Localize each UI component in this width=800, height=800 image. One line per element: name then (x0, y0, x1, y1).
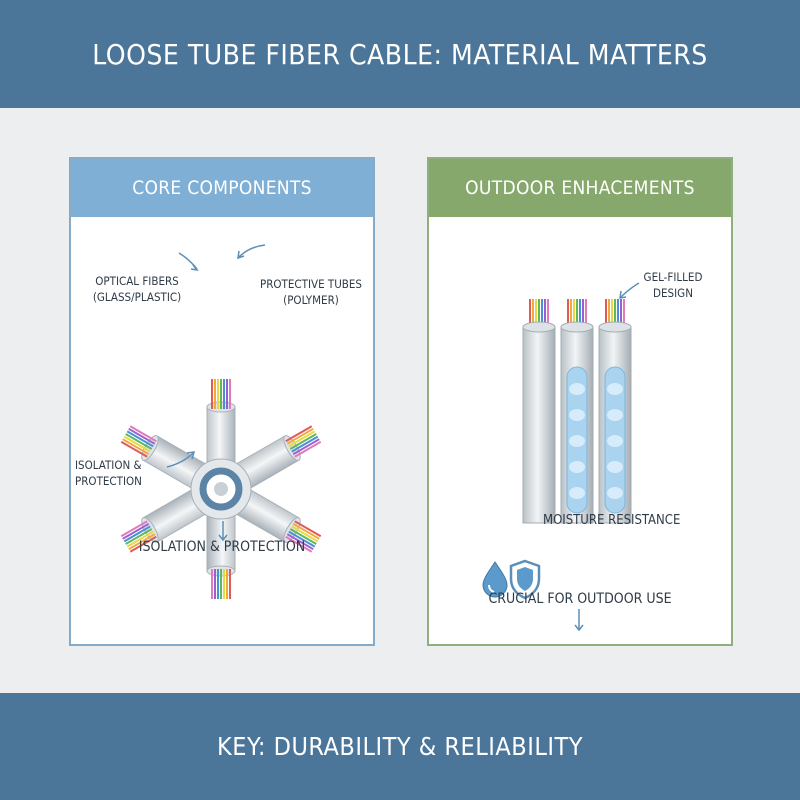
shield-icon (509, 559, 541, 600)
label-isolation-line2: PROTECTION (75, 474, 142, 488)
gel-filled-tubes-diagram (482, 282, 640, 632)
core-components-panel: CORE COMPONENTS OPTICAL FIBERS (GLASS/PL… (69, 157, 375, 646)
label-protective-tubes-line2: (POLYMER) (283, 293, 339, 307)
gel-filled-tube-1 (560, 299, 594, 524)
caption-outdoor-use: CRUCIAL FOR OUTDOOR USE (488, 591, 672, 607)
label-protective-tubes: PROTECTIVE TUBES (POLYMER) (247, 276, 375, 308)
gel-filled-tube-2 (598, 299, 632, 524)
moisture-resistance-label: MOISTURE RESISTANCE (543, 513, 681, 528)
label-gel-filled-line2: DESIGN (653, 286, 693, 300)
page-title-banner: LOOSE TUBE FIBER CABLE: MATERIAL MATTERS (0, 0, 800, 108)
label-protective-tubes-line1: PROTECTIVE TUBES (259, 277, 362, 291)
leader-gel (620, 282, 640, 298)
plain-tube (522, 299, 556, 524)
leader-isolation (166, 452, 194, 468)
label-optical-fibers-line1: OPTICAL FIBERS (95, 274, 179, 288)
outdoor-enhancements-header: OUTDOOR ENHACEMENTS (429, 159, 731, 217)
label-isolation-line1: ISOLATION & (75, 458, 142, 472)
key-banner: KEY: DURABILITY & RELIABILITY (0, 693, 800, 800)
caption-isolation-protection: ISOLATION & PROTECTION (138, 539, 306, 555)
label-optical-fibers: OPTICAL FIBERS (GLASS/PLASTIC) (77, 273, 197, 305)
label-gel-filled: GEL-FILLED DESIGN (625, 269, 721, 301)
water-drop-icon (482, 561, 508, 598)
core-components-header: CORE COMPONENTS (71, 159, 373, 217)
label-gel-filled-line1: GEL-FILLED (643, 270, 703, 284)
outdoor-enhancements-title: OUTDOOR ENHACEMENTS (465, 177, 695, 199)
core-components-title: CORE COMPONENTS (132, 177, 312, 199)
arrow-down-icon (574, 609, 584, 632)
label-isolation: ISOLATION & PROTECTION (75, 457, 159, 489)
page-title: LOOSE TUBE FIBER CABLE: MATERIAL MATTERS (92, 37, 708, 71)
arrow-down-icon (218, 521, 228, 542)
key-statement: KEY: DURABILITY & RELIABILITY (217, 732, 583, 761)
outdoor-enhancements-panel: OUTDOOR ENHACEMENTS GEL-FILLED DESIGN (427, 157, 733, 646)
leader-tubes (238, 244, 266, 258)
label-optical-fibers-line2: (GLASS/PLASTIC) (92, 290, 182, 304)
loose-tube-cross-section-diagram (118, 244, 324, 600)
